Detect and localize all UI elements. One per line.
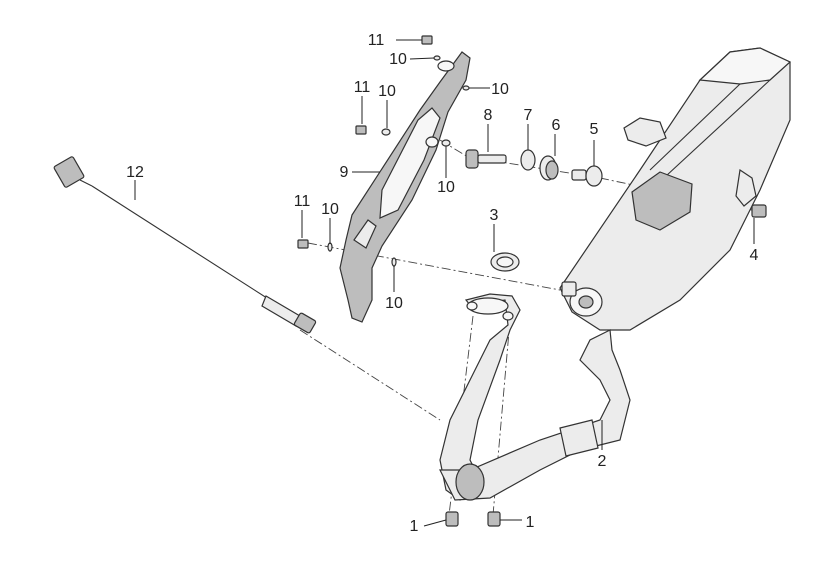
- part-8-bolt: [465, 149, 507, 169]
- callout-11-top: 11: [368, 32, 385, 49]
- callout-12: 12: [126, 164, 144, 181]
- leader-lines: [134, 39, 755, 527]
- callout-labels: 11 10 10 11 10 8 7 6 5 9 10 12 11 10 3 1…: [126, 32, 758, 535]
- callout-10-mid: 10: [378, 83, 396, 100]
- callout-1-right: 1: [526, 514, 535, 531]
- part-10-washer-low: [327, 242, 333, 252]
- part-3-gasket: [490, 252, 520, 272]
- callout-7: 7: [524, 107, 533, 124]
- callout-10-right-top: 10: [491, 81, 509, 98]
- part-10-washer-shield: [441, 139, 451, 147]
- part-11-screw-low: [297, 239, 309, 249]
- callout-2: 2: [598, 453, 607, 470]
- part-2-exhaust-pipe: [439, 293, 631, 501]
- part-9-heat-shield: [339, 51, 471, 323]
- callout-8: 8: [484, 107, 493, 124]
- part-4-nut: [751, 204, 767, 218]
- callout-3: 3: [490, 207, 499, 224]
- callout-5: 5: [590, 121, 599, 138]
- part-11-screw-top: [421, 35, 433, 45]
- part-10-washer-right: [462, 85, 470, 91]
- callout-10-low: 10: [321, 201, 339, 218]
- part-6-rubber-grommet: [539, 155, 559, 181]
- part-1-nut-left: [445, 511, 459, 527]
- part-5-collar: [571, 165, 603, 187]
- part-10-washer-bottom: [391, 257, 397, 267]
- part-10-washer-mid: [381, 128, 391, 136]
- part-1-nut-right: [487, 511, 501, 527]
- callout-11-mid: 11: [354, 79, 371, 96]
- callout-11-low: 11: [294, 193, 311, 210]
- callout-1-left: 1: [410, 518, 419, 535]
- part-12-sensor-cable: [53, 156, 317, 334]
- callout-9: 9: [340, 164, 349, 181]
- callout-4: 4: [750, 247, 759, 264]
- part-2-muffler: [559, 47, 792, 331]
- part-7-washer: [520, 149, 536, 171]
- callout-10-shield: 10: [437, 179, 455, 196]
- callout-10-top: 10: [389, 51, 407, 68]
- part-10-washer-top: [433, 55, 441, 61]
- part-11-screw-mid: [355, 125, 367, 135]
- callout-6: 6: [552, 117, 561, 134]
- callout-10-bottom: 10: [385, 295, 403, 312]
